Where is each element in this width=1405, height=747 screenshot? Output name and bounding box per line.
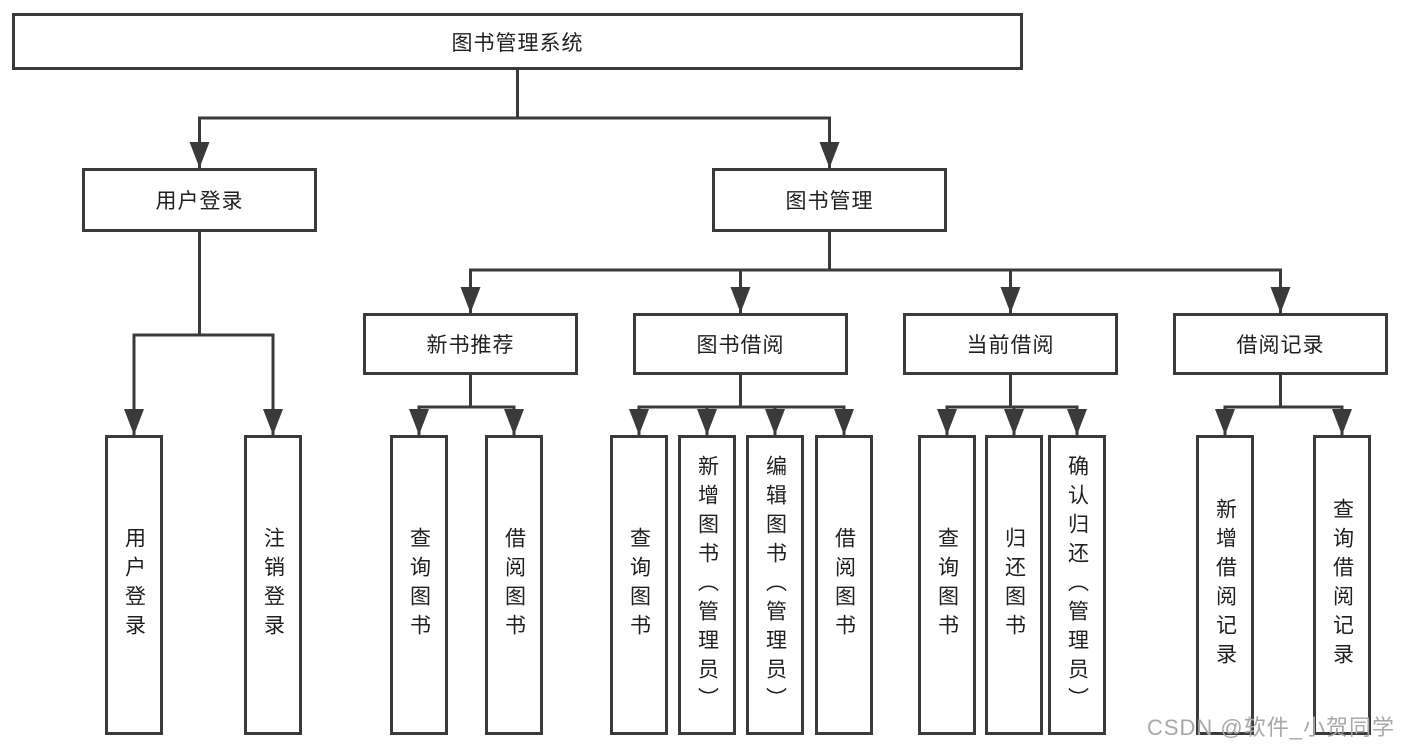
- node-label: 查询借阅记录: [1330, 498, 1354, 672]
- node-leaf-user-login: 用户登录: [105, 435, 163, 735]
- node-label: 注销登录: [261, 527, 285, 643]
- node-leaf-query-books: 查询图书: [918, 435, 976, 735]
- node-leaf-query-borrow-record: 查询借阅记录: [1313, 435, 1371, 735]
- node-current-borrowing: 当前借阅: [903, 313, 1118, 375]
- node-book-borrowing: 图书借阅: [633, 313, 848, 375]
- node-new-book-recommendation: 新书推荐: [363, 313, 578, 375]
- node-library-management-system: 图书管理系统: [12, 13, 1023, 70]
- node-label: 查询图书: [627, 527, 651, 643]
- node-label: 确认归还（管理员）: [1065, 454, 1089, 716]
- node-label: 归还图书: [1002, 527, 1026, 643]
- node-label: 借阅图书: [832, 527, 856, 643]
- node-leaf-return-books: 归还图书: [985, 435, 1043, 735]
- watermark: CSDN @软件_小贺同学: [1146, 715, 1395, 740]
- node-leaf-edit-books-admin: 编辑图书（管理员）: [746, 435, 804, 735]
- node-label: 新增图书（管理员）: [695, 454, 719, 716]
- node-label: 图书管理系统: [451, 31, 584, 55]
- node-label: 用户登录: [122, 527, 146, 643]
- node-label: 当前借阅: [966, 334, 1055, 357]
- node-label: 新书推荐: [426, 334, 515, 357]
- node-label: 编辑图书（管理员）: [763, 454, 787, 716]
- node-label: 借阅图书: [502, 527, 526, 643]
- node-label: 图书管理: [785, 190, 874, 213]
- node-leaf-logout: 注销登录: [244, 435, 302, 735]
- node-leaf-confirm-return-admin: 确认归还（管理员）: [1048, 435, 1106, 735]
- node-leaf-borrow-books: 借阅图书: [815, 435, 873, 735]
- node-leaf-query-books: 查询图书: [390, 435, 448, 735]
- node-borrowing-records: 借阅记录: [1173, 313, 1388, 375]
- node-leaf-add-books-admin: 新增图书（管理员）: [678, 435, 736, 735]
- node-label: 新增借阅记录: [1213, 498, 1237, 672]
- node-label: 借阅记录: [1236, 334, 1325, 357]
- node-book-management: 图书管理: [712, 168, 947, 232]
- node-leaf-query-books: 查询图书: [610, 435, 668, 735]
- node-label: 用户登录: [155, 190, 244, 213]
- node-leaf-add-borrow-record: 新增借阅记录: [1196, 435, 1254, 735]
- node-label: 查询图书: [935, 527, 959, 643]
- node-label: 查询图书: [407, 527, 431, 643]
- node-leaf-borrow-books: 借阅图书: [485, 435, 543, 735]
- node-label: 图书借阅: [696, 334, 785, 357]
- node-user-login: 用户登录: [82, 168, 317, 232]
